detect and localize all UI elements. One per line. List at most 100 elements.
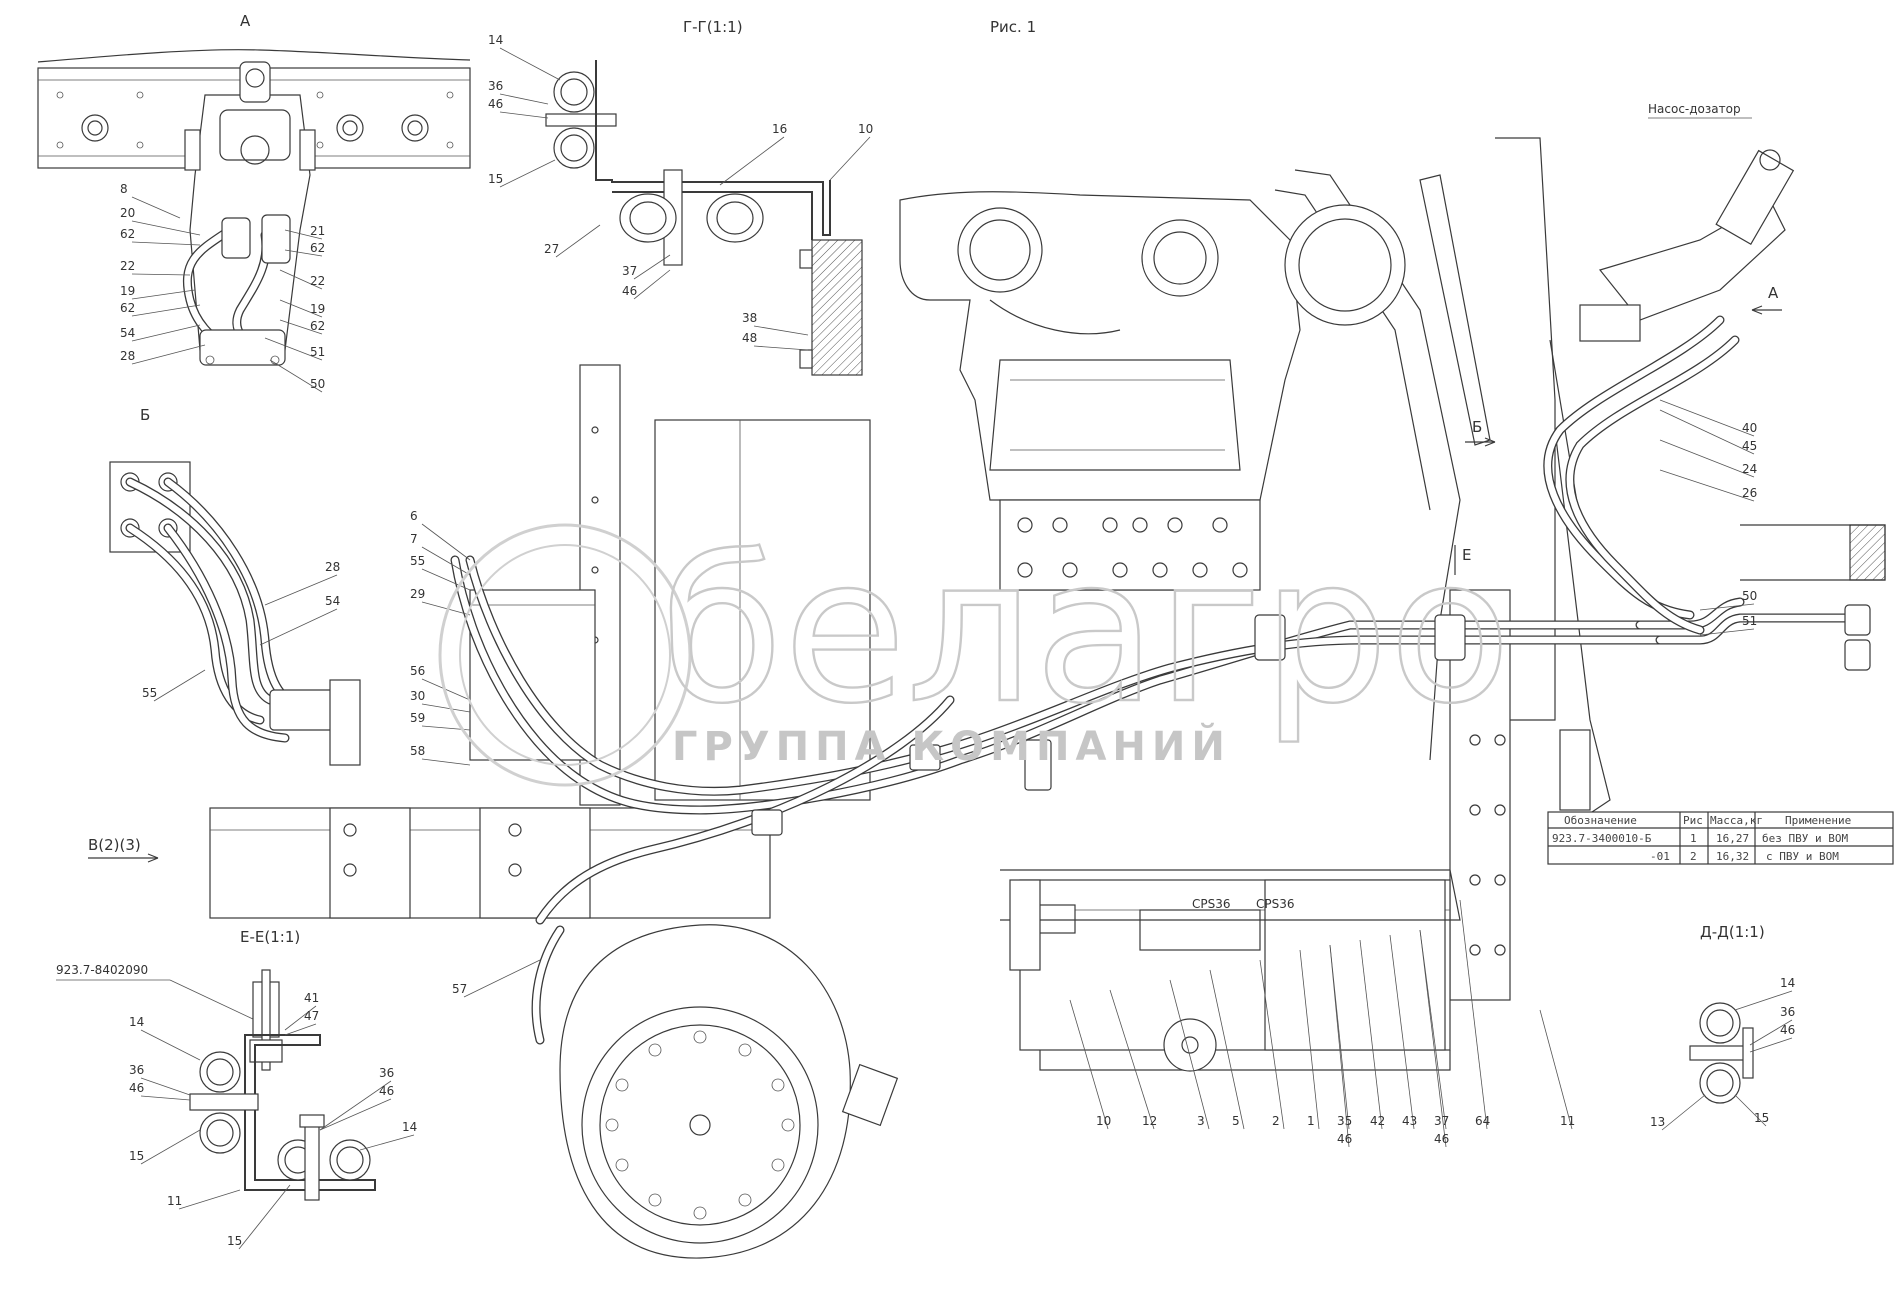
callout-number: 57 [452,982,467,996]
callout-number: 5 [1232,1114,1240,1128]
callout-number: 37 [1434,1114,1449,1128]
callout-number: 26 [1742,486,1757,500]
callout-leader [633,254,671,280]
callout-leader [1734,1094,1767,1127]
callout-number: 29 [410,587,425,601]
callout-leader [829,136,871,181]
callout-leader [279,299,323,318]
callout-leader [284,1023,317,1036]
callout-number: 15 [488,172,503,186]
callout-number: 1 [1307,1114,1315,1128]
callout-number: 19 [310,302,325,316]
callout-leader [1659,439,1755,478]
callout-leader [1329,944,1350,1148]
callout-leader [131,196,181,219]
main-assembly: Насос-дозатор CPS36 CPS36 [88,102,1886,1259]
callout-leader [1419,929,1447,1148]
callout-number: 24 [1742,462,1757,476]
callout-leader [499,111,549,119]
callout-leader [1169,979,1210,1130]
watermark: белагро ГРУППА КОМПАНИЙ [438,514,1512,787]
view-dd-title: Д-Д(1:1) [1700,923,1765,941]
callout-number: 3 [1197,1114,1205,1128]
callout-number: 56 [410,664,425,678]
callout-leader [1699,603,1755,611]
callout-leader [1299,949,1320,1130]
callout-leader [269,359,323,393]
table-cell: 923.7-3400010-Б [1552,832,1652,845]
table-cell: 16,32 [1716,850,1749,863]
callout-number: 14 [402,1120,417,1134]
part-ref-label: 923.7-8402090 [56,963,148,977]
callout-leader [421,546,471,576]
callout-number: 50 [1742,589,1757,603]
callout-number: 14 [129,1015,144,1029]
callout-number: 42 [1370,1114,1385,1128]
engine-mark-1: CPS36 [1192,897,1231,911]
view-gg-title: Г-Г(1:1) [683,18,743,36]
callout-leader [633,269,671,300]
callout-leader [1389,934,1415,1130]
callout-number: 36 [379,1066,394,1080]
callout-number: 46 [129,1081,144,1095]
callout-leader [555,224,601,258]
view-ee-title: Е-Е(1:1) [240,928,300,946]
table-cell: -01 [1650,850,1670,863]
callout-leader [259,608,338,646]
transmission-hub [559,924,899,1259]
engine-bolts [1017,517,1248,578]
callout-leader [719,136,785,186]
callout-leader [421,523,471,561]
callout-leader [1109,989,1155,1130]
table-cell: 2 [1690,850,1697,863]
spec-table: Обозначение Рис Масса,кг Применение 923.… [1547,811,1894,865]
callout-leader [753,325,809,336]
view-a-title: А [240,12,251,30]
hub-bolts [605,1030,795,1220]
callout-number: 46 [1780,1023,1795,1037]
callout-number: 15 [129,1149,144,1163]
callout-leader [1659,469,1755,502]
callout-number: 27 [544,242,559,256]
callout-leader [140,1029,201,1061]
view-ee: Е-Е(1:1) 923.7-8402090 [56,928,376,1201]
callout-leader [1359,939,1383,1130]
callout-number: 36 [1780,1005,1795,1019]
callout-number: 7 [410,532,418,546]
table-header-designation: Обозначение [1564,814,1637,827]
callout-number: 55 [142,686,157,700]
callout-number: 62 [120,301,135,315]
callout-leader [1209,969,1245,1130]
view-dd: Д-Д(1:1) [1689,923,1765,1104]
callout-leader [499,47,561,81]
callout-number: 14 [488,33,503,47]
callout-number: 47 [304,1009,319,1023]
callout-leader [421,601,471,616]
callout-leader [284,1005,317,1031]
callout-number: 15 [227,1234,242,1248]
callout-number: 46 [379,1084,394,1098]
callout-number: 6 [410,509,418,523]
callout-number: 16 [772,122,787,136]
view-v-ref: В(2)(3) [88,836,141,854]
table-cell: с ПВУ и ВОМ [1766,850,1839,863]
callout-leader [131,273,191,276]
callout-number: 62 [120,227,135,241]
callout-number: 13 [1650,1115,1665,1129]
callout-number: 15 [1754,1111,1769,1125]
callout-number: 35 [1337,1114,1352,1128]
callout-number: 19 [120,284,135,298]
arrow-a-label: А [1768,284,1779,302]
callout-number: 51 [310,345,325,359]
callout-leader [264,574,338,606]
callout-number: 58 [410,744,425,758]
callout-leader [1749,1037,1793,1053]
callout-leader [140,1095,191,1101]
figure-title: Рис. 1 [990,18,1036,36]
callout-leader [131,304,201,317]
callout-leader [1069,999,1109,1130]
callout-number: 41 [304,991,319,1005]
table-header-application: Применение [1785,814,1851,827]
callout-leader [1749,1019,1793,1046]
callout-number: 50 [310,377,325,391]
